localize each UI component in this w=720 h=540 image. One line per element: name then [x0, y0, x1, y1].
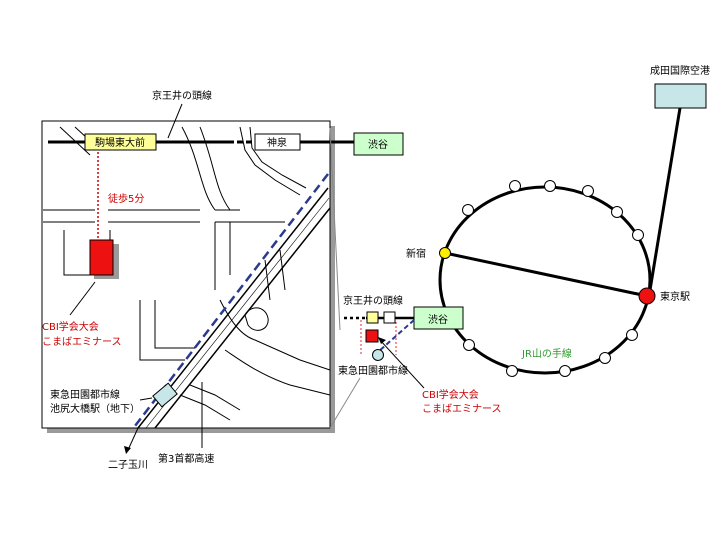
shinsen-station-box — [254, 133, 301, 151]
ikejiri-station-marker — [152, 382, 178, 408]
yamanote-stations — [462, 180, 644, 377]
futako-arrowhead — [124, 446, 131, 454]
zoom-line-top — [329, 127, 341, 331]
overview-venue-pointer — [379, 339, 425, 389]
shibuya-box-detail — [353, 132, 404, 156]
airport-box — [654, 83, 707, 109]
overview-ikejiri — [372, 349, 384, 361]
venue-label-2: こまばエミナース — [42, 336, 122, 348]
tokyu-label-1: 東急田園都市線 — [50, 388, 120, 401]
overview-tokyu-label: 東急田園都市線 — [338, 364, 408, 377]
tokyo-station-label: 東京駅 — [660, 290, 690, 303]
tokyu-line — [134, 173, 329, 427]
zoom-line-bottom — [329, 377, 361, 429]
futako-pointer — [127, 427, 139, 451]
keio-line-label: 京王井の頭線 — [152, 89, 212, 102]
overview-shinsen-box — [383, 311, 396, 324]
venue-pointer — [69, 281, 96, 316]
overview-venue — [365, 329, 379, 343]
shinjuku-label: 新宿 — [406, 247, 426, 260]
overview-shibuya-label: 渋谷 — [428, 313, 448, 326]
yamanote-label: JR山の手線 — [521, 347, 572, 360]
overview-venue-label-1: CBI学会大会 — [422, 388, 479, 401]
komaba-station-label: 駒場東大前 — [95, 136, 145, 149]
keio-pointer — [167, 103, 183, 139]
walk-label: 徒歩5分 — [108, 192, 144, 205]
overview-venue-arrowhead — [378, 337, 386, 344]
shinsen-station-label: 神泉 — [267, 136, 287, 149]
venue-building — [89, 239, 114, 276]
futako-label: 二子玉川 — [108, 459, 148, 471]
shinjuku-station — [439, 247, 451, 259]
tokyo-station — [638, 287, 656, 305]
overview-shibuya-box — [413, 306, 464, 330]
overview-keio-label: 京王井の頭線 — [343, 294, 403, 307]
venue-label-1: CBI学会大会 — [42, 320, 99, 333]
chuo-line — [444, 251, 648, 298]
tokyu-label-2: 池尻大橋駅（地下） — [50, 402, 140, 415]
komaba-station-box — [84, 133, 157, 151]
overview-komaba-box — [366, 311, 379, 324]
ikejiri-pointer — [139, 397, 153, 401]
expressway-label: 第3首都高速 — [158, 452, 214, 465]
airport-line — [648, 107, 682, 291]
airport-label: 成田国際空港 — [650, 64, 710, 77]
shibuya-label-detail: 渋谷 — [368, 138, 388, 151]
overview-venue-label-2: こまばエミナース — [422, 403, 502, 415]
